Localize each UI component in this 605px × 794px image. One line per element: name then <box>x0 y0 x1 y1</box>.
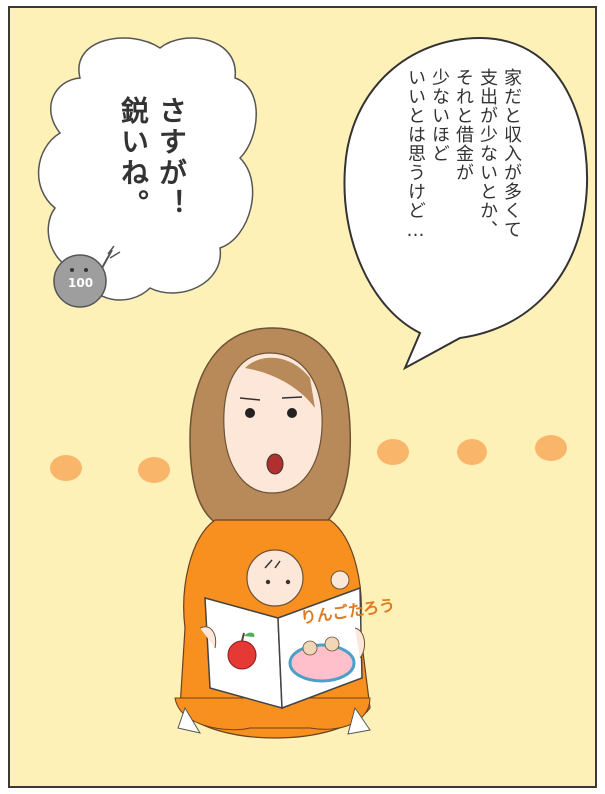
baby <box>246 549 350 607</box>
illustration <box>37 36 589 739</box>
right-eye <box>287 408 297 418</box>
speech-bubble-shape <box>343 36 589 371</box>
speech-line: いいとは思うけど… <box>405 68 426 242</box>
dot <box>535 435 567 461</box>
mouth <box>266 453 284 475</box>
book-illustration <box>288 643 356 683</box>
thought-bubble-shape <box>37 37 257 301</box>
baby-head <box>246 549 304 607</box>
speech-line: 支出が少ないとか、 <box>477 68 498 239</box>
coin-character <box>53 245 121 308</box>
speech-line: それと借金が <box>453 68 474 182</box>
coin <box>53 254 107 308</box>
picture-book <box>199 586 366 710</box>
coin-value: 100 <box>68 276 94 290</box>
speech-line: 少ないほど <box>429 68 450 163</box>
apple <box>227 640 257 670</box>
dot <box>138 457 170 483</box>
thought-line: 鋭いね。 <box>117 96 150 220</box>
speech-text: 家だと収入が多くて 支出が少ないとか、 それと借金が 少ないほど いいとは思うけ… <box>403 68 523 242</box>
dot <box>457 439 487 465</box>
speech-line: 家だと収入が多くて <box>501 68 522 239</box>
thought-text: さすが！ 鋭いね。 <box>114 96 190 220</box>
thought-line: さすが！ <box>155 96 188 220</box>
comic-panel: 家だと収入が多くて 支出が少ないとか、 それと借金が 少ないほど いいとは思うけ… <box>8 6 597 788</box>
dot <box>50 455 82 481</box>
dot <box>377 439 409 465</box>
background-dots <box>50 435 567 483</box>
left-eye <box>245 408 255 418</box>
